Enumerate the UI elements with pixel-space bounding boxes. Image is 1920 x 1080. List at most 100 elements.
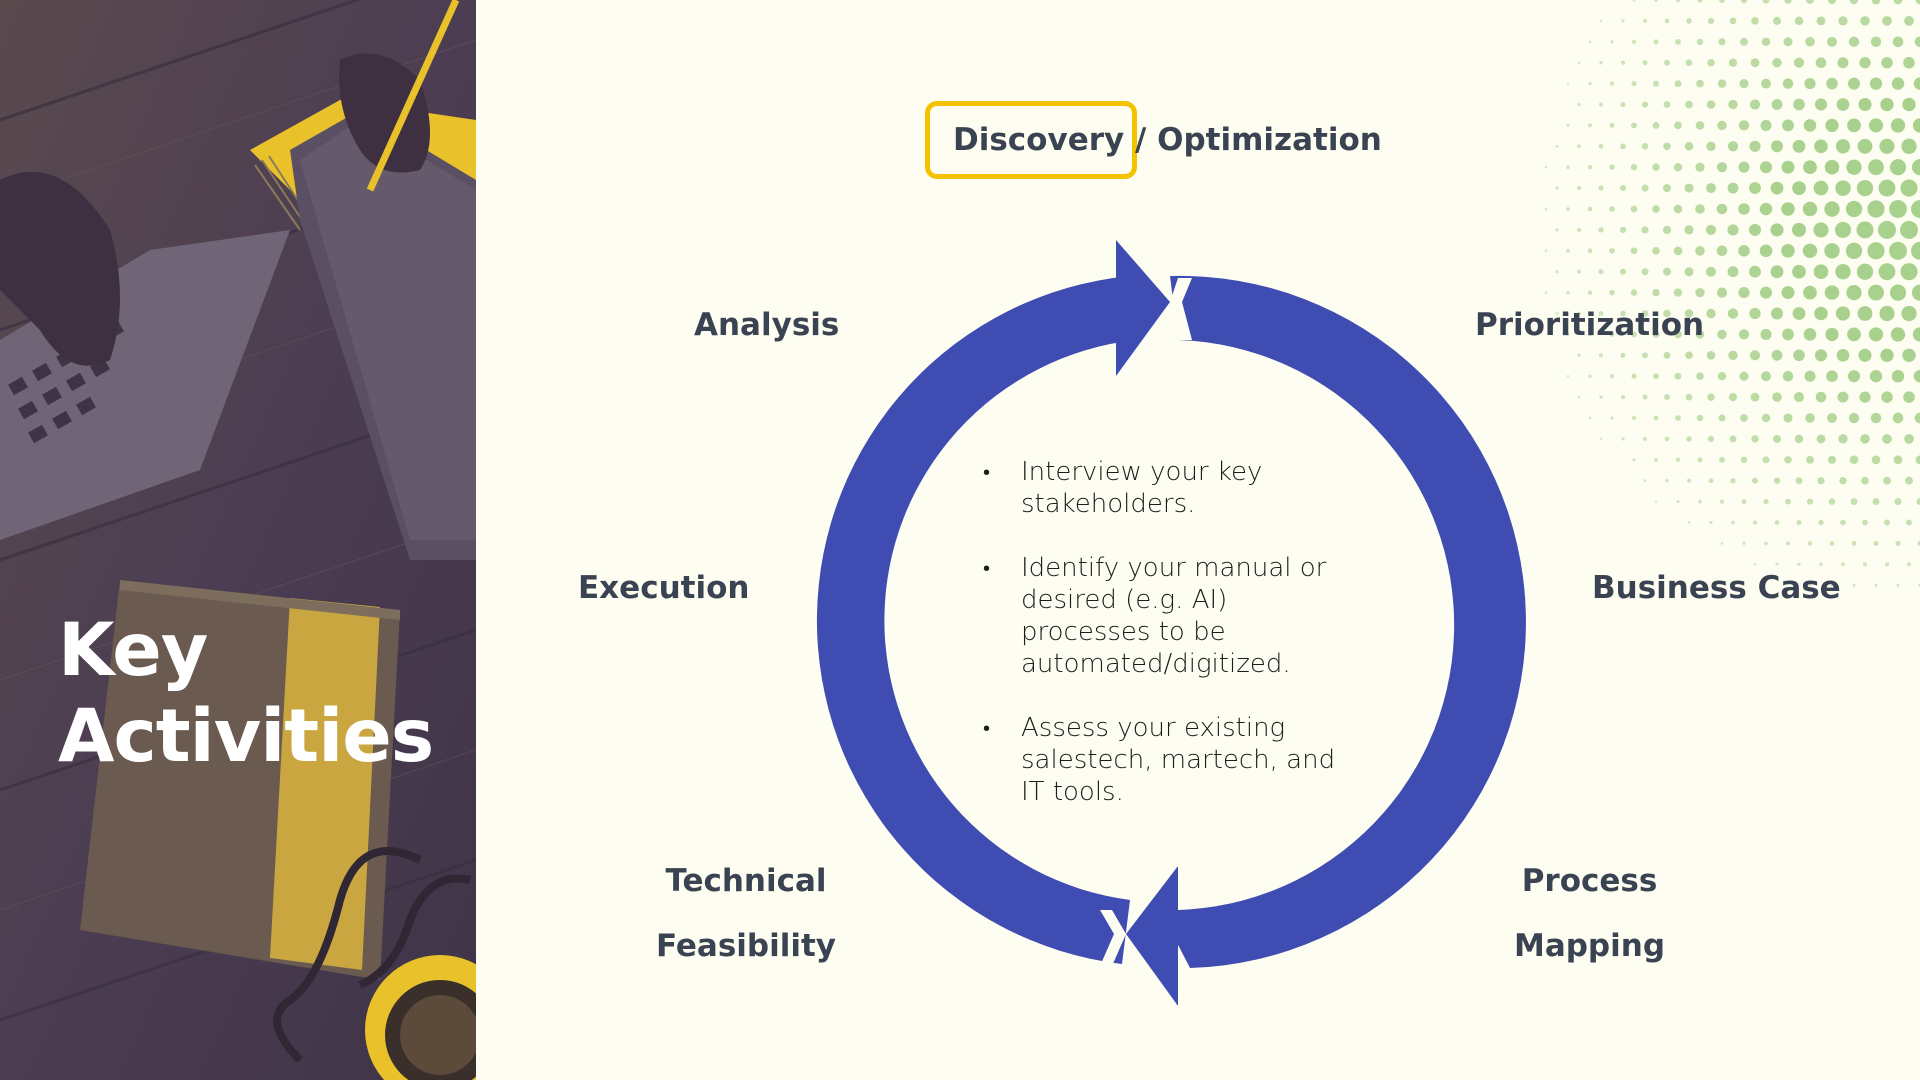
halftone-dot [1893, 455, 1903, 465]
halftone-dot [1761, 37, 1771, 47]
halftone-dot [1631, 373, 1637, 379]
halftone-dot [1684, 142, 1694, 151]
stage-analysis: Analysis [694, 307, 840, 343]
halftone-dot [1762, 0, 1770, 4]
halftone-dot [1685, 393, 1693, 401]
halftone-dot [1764, 541, 1768, 546]
halftone-dot [1684, 183, 1694, 193]
halftone-dot [1708, 478, 1714, 484]
halftone-dot [1599, 61, 1603, 65]
halftone-dot [1915, 455, 1920, 465]
halftone-dot [1771, 99, 1783, 110]
halftone-dot [1847, 118, 1861, 133]
halftone-dot [1826, 370, 1838, 383]
halftone-dot [1752, 477, 1758, 484]
halftone-dot [1806, 498, 1814, 505]
halftone-dot [1631, 81, 1637, 87]
halftone-dot [1868, 327, 1884, 342]
halftone-dot [1870, 412, 1882, 424]
halftone-dot [1719, 0, 1725, 3]
halftone-dot [1609, 206, 1615, 212]
halftone-dot [1781, 160, 1795, 174]
halftone-dot [1813, 222, 1829, 238]
halftone-dot [1717, 371, 1727, 381]
halftone-dot [1544, 165, 1548, 169]
cycle-arrowhead-bottom [1126, 866, 1178, 1006]
halftone-dot [1889, 159, 1907, 176]
halftone-dot [1619, 226, 1627, 234]
halftone-dot [1860, 16, 1870, 26]
halftone-dot [1873, 540, 1879, 546]
halftone-dot [1814, 98, 1828, 111]
stage-process-line2: Mapping [1513, 928, 1666, 964]
halftone-dot [1717, 329, 1727, 340]
halftone-dot [1662, 225, 1672, 234]
halftone-dot [1674, 121, 1682, 130]
halftone-dot [1588, 40, 1592, 44]
halftone-dot [1653, 373, 1659, 380]
halftone-dot [1881, 56, 1893, 69]
halftone-dot [1858, 348, 1872, 362]
halftone-dot [1577, 311, 1581, 316]
halftone-dot [1827, 455, 1837, 464]
halftone-dot [1665, 478, 1669, 483]
stage-process-mapping: Process Mapping [1502, 849, 1677, 979]
halftone-dot [1642, 60, 1648, 66]
halftone-dot [1838, 434, 1848, 444]
halftone-dot [1632, 458, 1636, 462]
halftone-dot [1717, 120, 1727, 131]
halftone-dot [1911, 159, 1920, 176]
halftone-dot [1880, 97, 1894, 112]
halftone-dot [1662, 267, 1672, 276]
halftone-dot [1783, 413, 1793, 423]
halftone-dot [1792, 139, 1806, 153]
halftone-dot [1641, 310, 1649, 317]
halftone-dot [1837, 57, 1849, 69]
halftone-dot [1834, 221, 1852, 238]
stage-technical-line1: Technical [665, 863, 827, 899]
hero-photo: Key Activities [0, 0, 476, 1080]
halftone-dot [1916, 498, 1920, 506]
halftone-dot [1782, 370, 1794, 382]
halftone-dot [1675, 38, 1681, 45]
halftone-dot [1641, 226, 1649, 234]
stage-prioritization: Prioritization [1475, 307, 1705, 343]
halftone-dot [1587, 123, 1593, 128]
cycle-arrow-left [816, 276, 1136, 964]
halftone-dot [1576, 186, 1582, 191]
halftone-dot [1892, 412, 1904, 424]
halftone-dot [1871, 455, 1881, 465]
halftone-dot [1696, 79, 1704, 88]
halftone-dot [1729, 435, 1737, 443]
halftone-dot [1719, 499, 1725, 504]
halftone-dot [1652, 288, 1660, 297]
halftone-dot [1856, 179, 1874, 197]
halftone-dot [1862, 562, 1868, 567]
halftone-dot [1663, 101, 1671, 108]
halftone-dot [1740, 37, 1748, 46]
halftone-dot [1836, 348, 1850, 362]
halftone-dot [1829, 541, 1835, 546]
halftone-dot [1827, 0, 1837, 5]
halftone-dot [1728, 350, 1738, 360]
stage-technical-feasibility: Technical Feasibility [651, 849, 841, 979]
halftone-dot [1783, 37, 1793, 47]
halftone-dot [1620, 101, 1626, 108]
halftone-dot [1773, 477, 1781, 484]
halftone-dot [1576, 269, 1582, 274]
halftone-dot [1759, 286, 1773, 299]
halftone-dot [1686, 478, 1692, 483]
halftone-dot [1903, 56, 1915, 69]
halftone-dot [1695, 204, 1705, 214]
halftone-dot [1882, 434, 1892, 444]
halftone-dot [1851, 540, 1857, 546]
halftone-dot [1674, 330, 1682, 339]
halftone-dot [1835, 139, 1851, 154]
halftone-dot [1905, 476, 1913, 485]
halftone-dot [1911, 284, 1920, 301]
halftone-dot [1900, 179, 1918, 197]
halftone-dot [1805, 37, 1815, 47]
halftone-dot [1738, 287, 1750, 299]
halftone-dot [1825, 327, 1839, 342]
halftone-dot [1901, 305, 1917, 322]
